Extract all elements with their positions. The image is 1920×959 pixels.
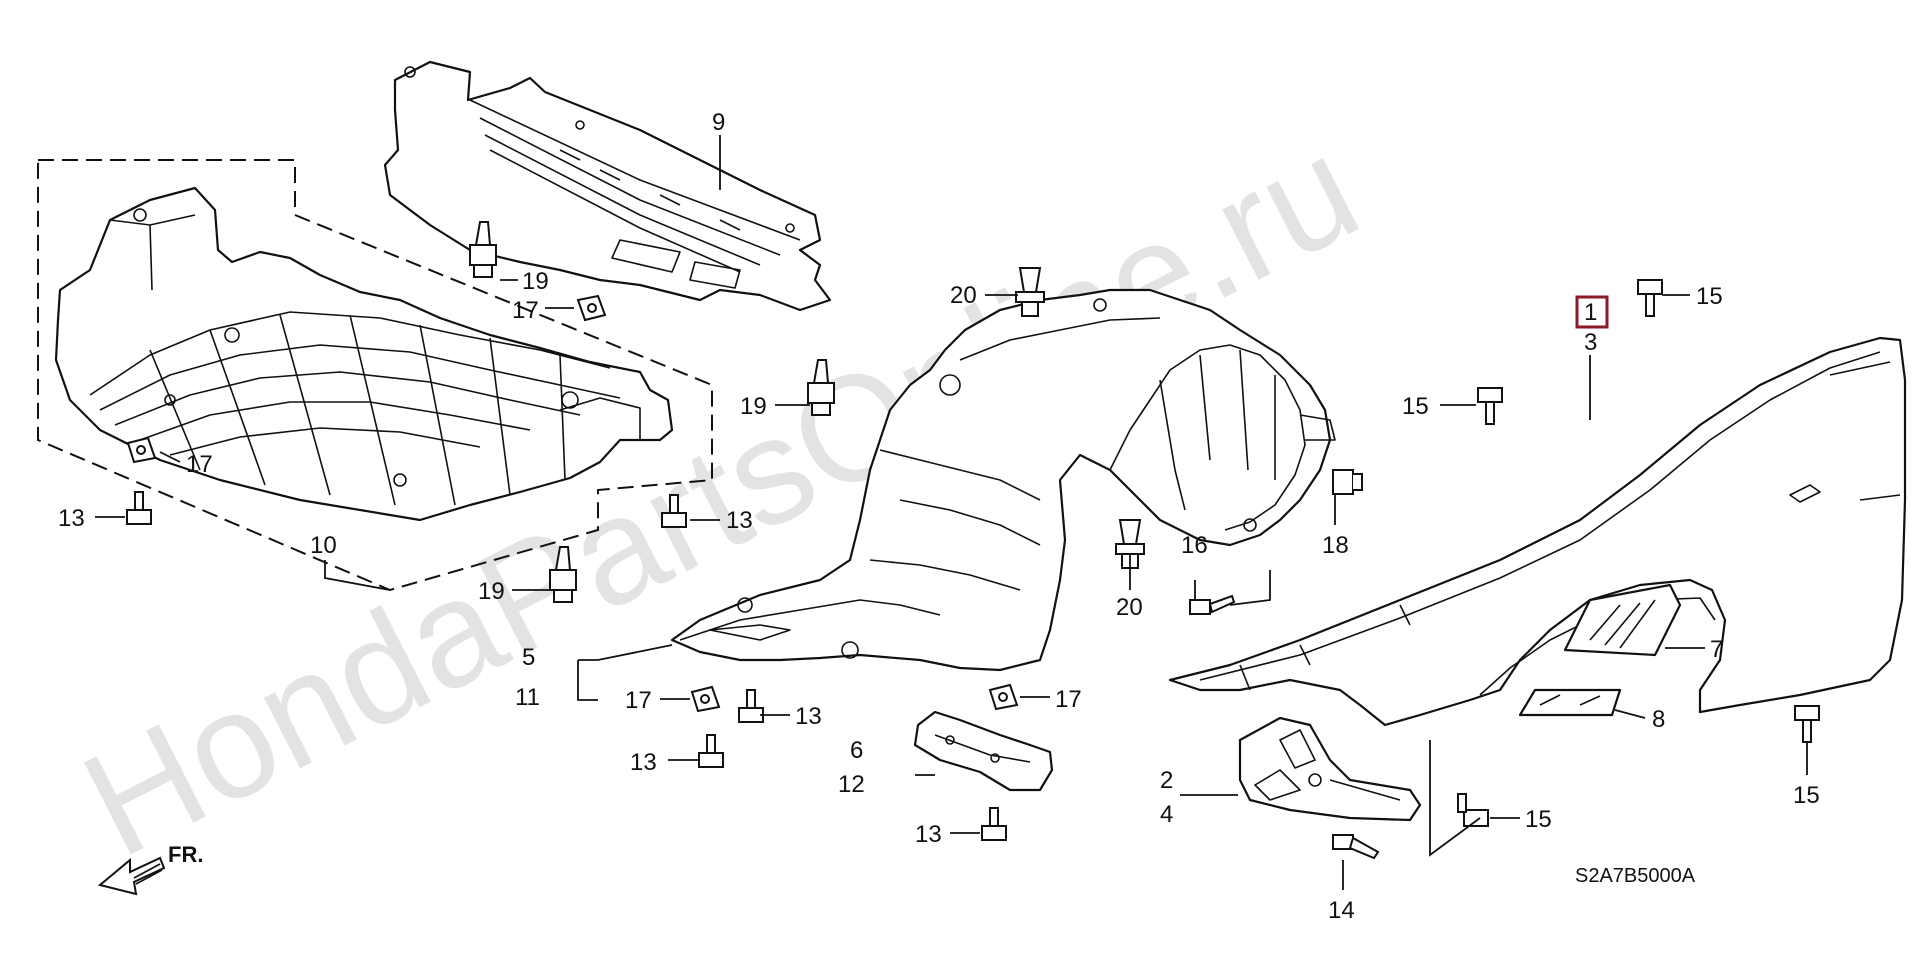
part-8-pad[interactable] bbox=[1518, 688, 1622, 717]
callout-15-d[interactable]: 15 bbox=[1525, 806, 1552, 833]
callout-17-d[interactable]: 17 bbox=[1055, 686, 1082, 713]
part-9-splash-shield[interactable] bbox=[383, 60, 832, 312]
clip-19-c[interactable] bbox=[549, 546, 577, 603]
clip-19-a[interactable] bbox=[469, 221, 497, 278]
bolt-13-c[interactable] bbox=[738, 689, 764, 723]
nut-17-d[interactable] bbox=[988, 683, 1019, 711]
callout-10[interactable]: 10 bbox=[310, 532, 337, 559]
fasteners bbox=[126, 221, 1820, 860]
callout-12[interactable]: 12 bbox=[838, 771, 865, 798]
callout-13-a[interactable]: 13 bbox=[58, 505, 85, 532]
callout-13-c[interactable]: 13 bbox=[795, 703, 822, 730]
clip-20-a[interactable] bbox=[1015, 267, 1045, 317]
part-7-pad[interactable] bbox=[1563, 583, 1682, 657]
nut-17-a[interactable] bbox=[576, 294, 607, 322]
part-6-12-bracket[interactable] bbox=[913, 710, 1054, 792]
callout-17-b[interactable]: 17 bbox=[186, 451, 213, 478]
callout-11[interactable]: 11 bbox=[515, 684, 540, 711]
callout-17-a[interactable]: 17 bbox=[512, 297, 539, 324]
callout-7[interactable]: 7 bbox=[1710, 636, 1723, 663]
callouts: 1 3 9 10 19 19 19 20 20 17 17 17 17 13 1… bbox=[58, 109, 1820, 924]
front-label: FR. bbox=[168, 842, 203, 867]
nut-17-b[interactable] bbox=[126, 436, 157, 464]
bolt-15-a[interactable] bbox=[1637, 279, 1663, 317]
part-5-11-fender-liner[interactable] bbox=[670, 288, 1336, 672]
callout-19-b[interactable]: 19 bbox=[740, 393, 767, 420]
callout-6[interactable]: 6 bbox=[850, 737, 863, 764]
clip-18[interactable] bbox=[1332, 469, 1363, 495]
front-arrow-icon bbox=[97, 856, 166, 896]
bolt-15-d[interactable] bbox=[1457, 793, 1489, 827]
bolt-13-e[interactable] bbox=[981, 807, 1007, 841]
diagram-code: S2A7B5000A bbox=[1575, 865, 1696, 887]
part-1-3-front-fender[interactable] bbox=[1168, 336, 1907, 727]
clip-19-b[interactable] bbox=[807, 359, 835, 416]
callout-15-c[interactable]: 15 bbox=[1793, 782, 1820, 809]
part-10-under-cover[interactable] bbox=[54, 186, 674, 522]
bolt-15-c[interactable] bbox=[1794, 705, 1820, 743]
callout-13-b[interactable]: 13 bbox=[726, 507, 753, 534]
screw-16[interactable] bbox=[1189, 594, 1236, 615]
bolt-15-b[interactable] bbox=[1477, 387, 1503, 425]
part-10-group-outline bbox=[37, 159, 713, 592]
nut-17-c[interactable] bbox=[690, 685, 721, 713]
callout-4[interactable]: 4 bbox=[1160, 801, 1173, 828]
callout-8[interactable]: 8 bbox=[1652, 706, 1665, 733]
bolt-13-b[interactable] bbox=[661, 494, 687, 528]
callout-17-c[interactable]: 17 bbox=[625, 687, 652, 714]
callout-19-c[interactable]: 19 bbox=[478, 578, 505, 605]
bolt-14[interactable] bbox=[1332, 834, 1380, 860]
part-2-4-bracket[interactable] bbox=[1238, 716, 1422, 822]
callout-5[interactable]: 5 bbox=[522, 644, 535, 671]
callout-16[interactable]: 16 bbox=[1181, 532, 1208, 559]
callout-20-b[interactable]: 20 bbox=[1116, 594, 1143, 621]
bolt-13-d[interactable] bbox=[698, 734, 724, 768]
callout-2[interactable]: 2 bbox=[1160, 767, 1173, 794]
callout-13-e[interactable]: 13 bbox=[915, 821, 942, 848]
callout-1[interactable]: 1 bbox=[1584, 299, 1597, 326]
front-direction-indicator: FR. bbox=[97, 842, 203, 896]
callout-20-a[interactable]: 20 bbox=[950, 282, 977, 309]
callout-1-highlight-box bbox=[1575, 295, 1609, 329]
callout-9[interactable]: 9 bbox=[712, 109, 725, 136]
bolt-13-a[interactable] bbox=[126, 491, 152, 525]
leader-lines bbox=[95, 135, 1808, 890]
callout-19-a[interactable]: 19 bbox=[522, 268, 549, 295]
callout-14[interactable]: 14 bbox=[1328, 897, 1355, 924]
callout-15-a[interactable]: 15 bbox=[1696, 283, 1723, 310]
callout-18[interactable]: 18 bbox=[1322, 532, 1349, 559]
callout-3[interactable]: 3 bbox=[1584, 329, 1597, 356]
callout-15-b[interactable]: 15 bbox=[1402, 393, 1429, 420]
callout-13-d[interactable]: 13 bbox=[630, 749, 657, 776]
